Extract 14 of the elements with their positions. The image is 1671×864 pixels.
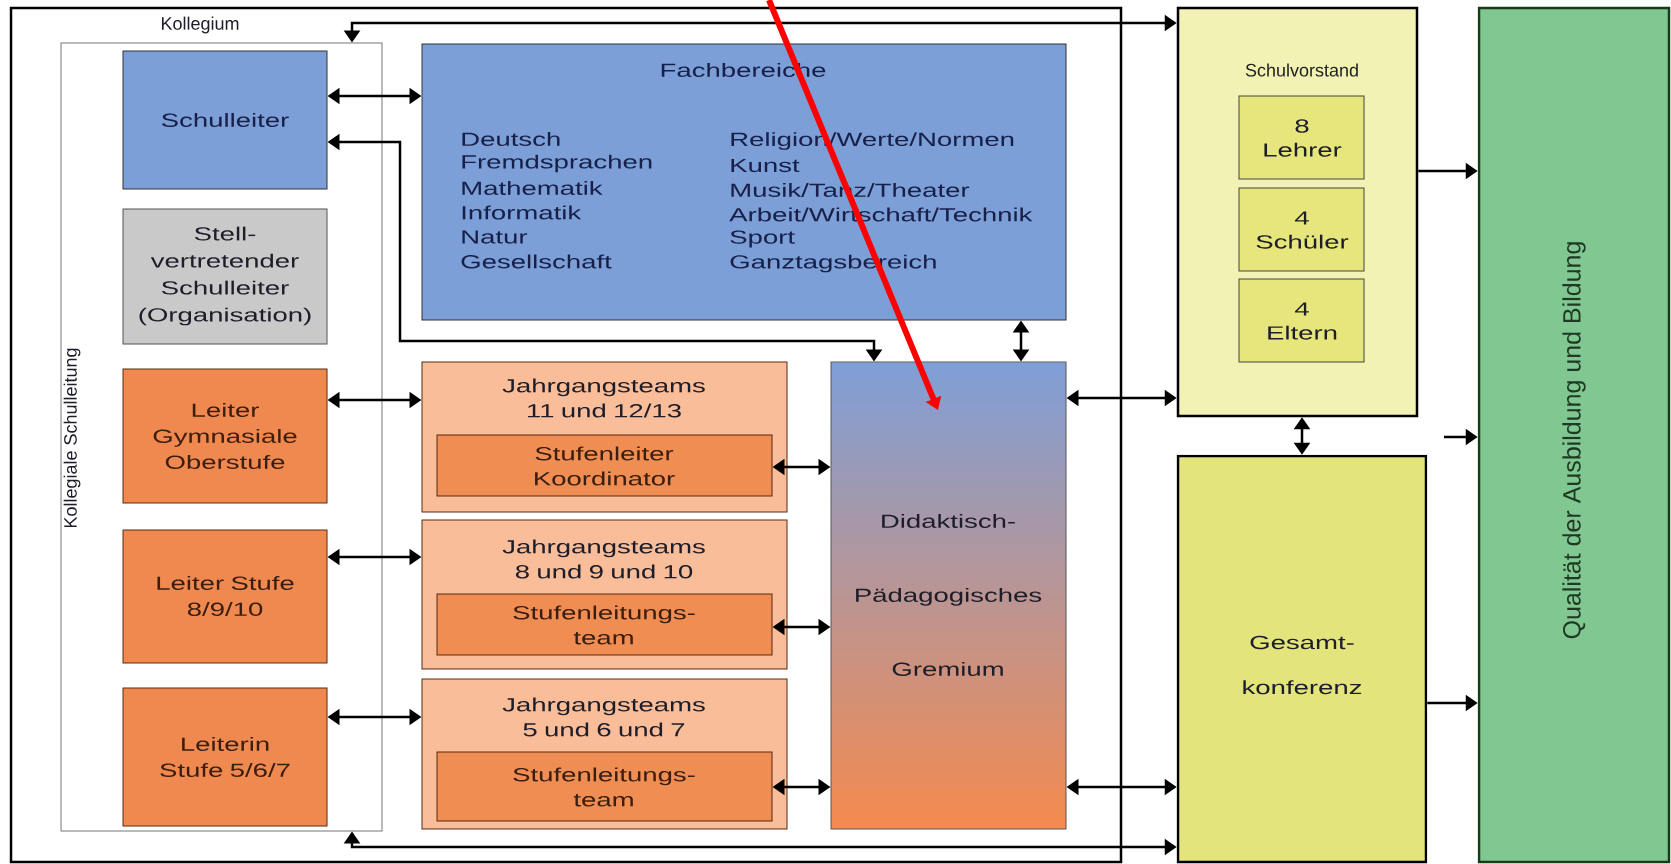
conference-box: Gesamt- konferenz [1176,454,1428,864]
committee-box: Didaktisch- Pädagogisches Gremium [830,361,1067,830]
role-box: Stufenleitungs- team [436,593,773,656]
member-box: 8 Lehrer [1238,95,1365,180]
member-box: 4 Schüler [1238,187,1365,272]
role-box: Stell- vertretender Schulleiter (Organisation) [122,208,328,345]
role-box: Leiter Gymnasiale Oberstufe [122,368,328,504]
role-box: Schulleiter [122,50,328,190]
outcome-band: Qualität der Ausbildung und Bildung [1477,6,1671,864]
role-box: Leiter Stufe 8/9/10 [122,529,328,664]
role-box: Leiterin Stufe 5/6/7 [122,687,328,827]
role-box: Stufenleiter Koordinator [436,434,773,497]
member-box: 4 Eltern [1238,278,1365,363]
role-box: Stufenleitungs- team [436,751,773,822]
